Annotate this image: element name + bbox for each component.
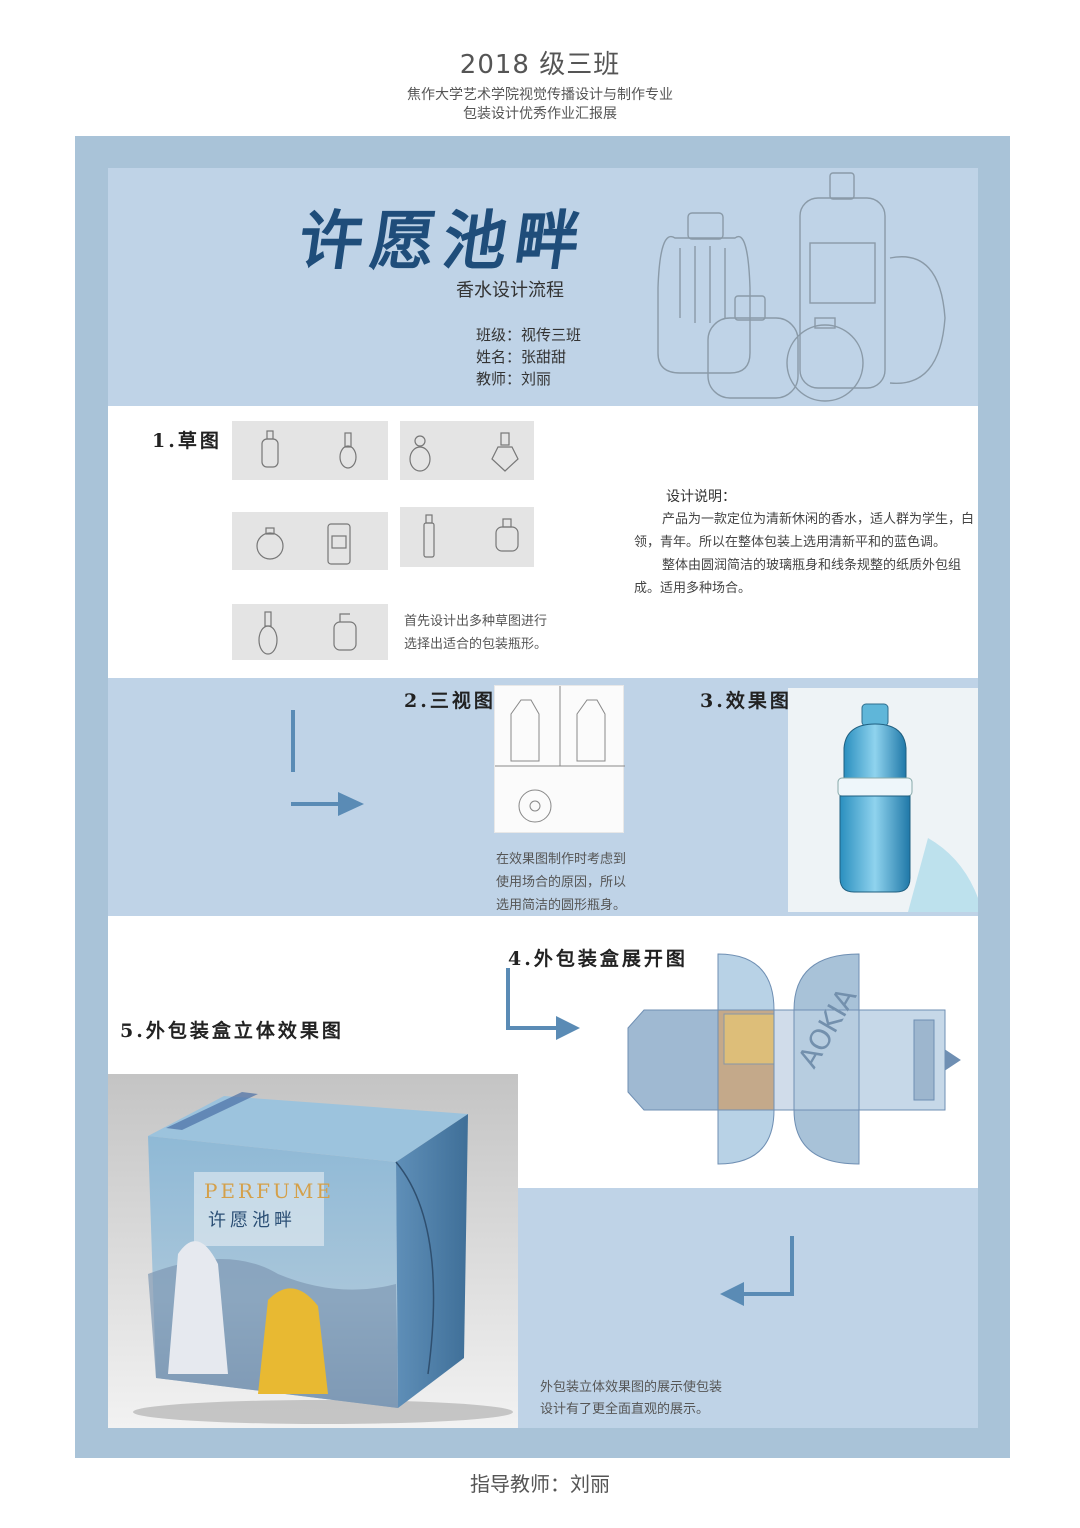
exhibition-subtitle-2: 包装设计优秀作业汇报展 [463,106,617,122]
top-panel [108,168,978,406]
arrow-right-icon-1 [291,710,364,816]
class-info: 班级：视传三班 [476,326,582,344]
exhibition-title: 2018 级三班 [459,50,621,80]
box-3d-render-image: PERFUME 许愿池畔 [108,1074,518,1428]
step-5-label: 5.外包装盒立体效果图 [120,1020,344,1042]
box-brand-text: PERFUME [204,1179,334,1203]
view-caption-1: 在效果图制作时考虑到 [496,852,627,867]
sketch-thumb-4 [400,507,534,567]
view-caption-3: 选用简洁的圆形瓶身。 [496,898,627,913]
step-3-label: 3.效果图 [700,690,792,712]
sketch-thumb-5 [232,604,388,660]
box-dieline-image: AOKIA [627,953,961,1165]
sketch-thumb-3 [232,512,388,570]
sketch-thumb-1 [232,421,388,480]
design-note-body: 产品为一款定位为清新休闲的香水，适人群为学生，白领，青年。所以在整体包装上选用清… [634,508,979,600]
step-4-label: 4.外包装盒展开图 [508,948,688,970]
design-note-title: 设计说明： [666,489,736,505]
bottle-sketch-illustration [657,172,946,402]
arrow-left-icon [720,1236,794,1306]
design-note-paragraph-1: 产品为一款定位为清新休闲的香水，适人群为学生，白领，青年。所以在整体包装上选用清… [634,512,975,550]
name-info: 姓名：张甜甜 [476,348,567,366]
step-1-label: 1.草图 [152,430,222,452]
sketch-caption-1: 首先设计出多种草图进行 [404,614,548,629]
three-view-drawing [494,685,625,833]
exhibition-subtitle-1: 焦作大学艺术学院视觉传播设计与制作专业 [407,87,673,103]
sketch-thumb-2 [400,421,534,480]
poster-subtitle: 香水设计流程 [456,280,564,301]
poster-title: 许愿池畔 [293,204,593,279]
view-caption-2: 使用场合的原因，所以 [496,875,627,890]
box-caption-2: 设计有了更全面直观的展示。 [540,1402,710,1417]
box-caption-1: 外包装立体效果图的展示使包装 [540,1380,723,1395]
box-name-text: 许愿池畔 [208,1210,296,1231]
teacher-info: 教师：刘丽 [476,370,552,388]
bottle-render-image [788,688,978,912]
sketch-caption-2: 选择出适合的包装瓶形。 [404,637,548,652]
arrow-right-icon-2 [506,968,580,1040]
instructor-footer: 指导教师：刘丽 [470,1472,610,1496]
step-2-label: 2.三视图 [404,690,496,712]
design-note-paragraph-2: 整体由圆润简洁的玻璃瓶身和线条规整的纸质外包组成。适用多种场合。 [634,558,962,596]
